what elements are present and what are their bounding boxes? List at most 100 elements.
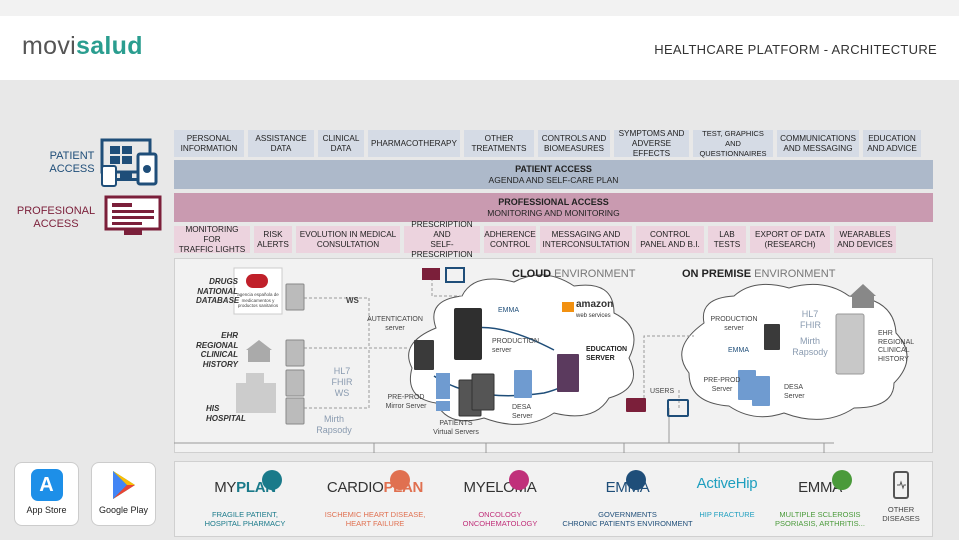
hl7-fhir-right: HL7 FHIR [800, 309, 821, 330]
top-strip [0, 0, 959, 16]
mirth-rapsody-right: Mirth Rapsody [792, 336, 828, 357]
patients-virtual-label: PATIENTS Virtual Servers [433, 420, 479, 436]
drugs-db-server [285, 283, 305, 311]
professional-access-label: PROFESIONAL ACCESS [16, 205, 96, 230]
product-emma-desc: GOVERNMENTS CHRONIC PATIENTS ENVIRONMENT [562, 510, 693, 528]
drugs-db-label: DRUGS NATIONAL DATABASE [196, 277, 240, 305]
preprod-servers [458, 373, 495, 417]
desa-server-left [514, 370, 532, 398]
aemps-text: agencia española de medicamentos y produ… [237, 292, 279, 308]
education-server [557, 354, 579, 392]
product-myeloma-desc: ONCOLOGY ONCOHEMATOLOGY [462, 510, 538, 528]
product-activehip-desc: HIP FRACTURE [699, 510, 755, 519]
aemps-logo [233, 267, 283, 315]
emma-badge-onprem: EMMA [728, 347, 749, 354]
onprem-environment-label: ON PREMISE ENVIRONMENT [682, 268, 836, 280]
products-row [174, 461, 933, 537]
devices-icon [100, 138, 158, 187]
emma-logo-icon [626, 470, 646, 490]
product-other-diseases[interactable]: OTHER DISEASES [872, 467, 930, 523]
patient-access-label: PATIENT ACCESS [49, 150, 95, 175]
mirth-rapsody-left: Mirth Rapsody [316, 414, 352, 435]
movisalud-logo: movisalud [22, 32, 143, 60]
app-store-button[interactable]: A App Store [14, 462, 79, 526]
aws-logo [562, 302, 574, 312]
myeloma-logo-icon [509, 470, 529, 490]
amazon-logo-text: amazon [576, 299, 614, 310]
production-server [454, 308, 482, 360]
category-symptoms-adverse-effects[interactable]: SYMPTOMS AND ADVERSE EFFECTS [614, 129, 689, 158]
app-store-icon: A [30, 469, 63, 501]
google-play-icon [112, 471, 135, 499]
patient-categories: PERSONAL INFORMATION ASSISTANCE DATA CLI… [174, 129, 921, 158]
onprem-preprod-server [738, 370, 770, 406]
google-play-button[interactable]: Google Play [91, 462, 156, 526]
category-risk-alerts[interactable]: RISK ALERTS [254, 226, 292, 253]
cardioplan-logo-icon [390, 470, 410, 490]
preprod-mirror-label: PRE-PROD Mirror Server [385, 394, 427, 410]
onprem-desa-label: DESA Server [784, 384, 805, 400]
ehr-servers [285, 339, 305, 425]
emma-ms-logo-icon [832, 470, 852, 490]
auth-server [414, 340, 434, 370]
product-emma-ms[interactable]: EMMA MULTIPLE SCLEROSIS PSORIASIS, ARTHR… [770, 467, 870, 528]
onprem-ehr-label: EHR REGIONAL CLINICAL HISTORY [878, 330, 915, 363]
myplan-logo-icon [262, 470, 282, 490]
category-personal-information[interactable]: PERSONAL INFORMATION [174, 130, 244, 157]
google-play-label: Google Play [98, 505, 149, 515]
category-control-panel-bi[interactable]: CONTROL PANEL AND B.I. [636, 226, 704, 253]
category-pharmacotherapy[interactable]: PHARMACOTHERAPY [368, 130, 460, 157]
page-title: HEALTHCARE PLATFORM - ARCHITECTURE [654, 42, 937, 57]
emma-badge-cloud: EMMA [498, 307, 519, 314]
cloud-environment-label: CLOUD ENVIRONMENT [512, 268, 636, 280]
aws-logo-text: web services [576, 313, 611, 319]
category-monitoring-traffic-lights[interactable]: MONITORING FOR TRAFFIC LIGHTS [174, 225, 250, 254]
hospital-building-icon [236, 373, 276, 413]
professional-categories: MONITORING FOR TRAFFIC LIGHTS RISK ALERT… [174, 220, 896, 259]
category-education-advice[interactable]: EDUCATION AND ADVICE [863, 130, 921, 157]
professional-monitor-icon [104, 195, 162, 235]
category-evolution-medical-consultation[interactable]: EVOLUTION IN MEDICAL CONSULTATION [296, 226, 400, 253]
his-hospital-label: HIS HOSPITAL [206, 404, 246, 423]
capitol-icon-right [850, 284, 876, 308]
phone-icon [893, 471, 909, 499]
users-monitor-icon [667, 399, 689, 417]
capitol-icon-left [246, 340, 272, 362]
category-lab-tests[interactable]: LAB TESTS [708, 226, 746, 253]
onprem-preprod-label: PRE-PROD Server [703, 377, 741, 393]
auth-server-label: AUTENTICATION server [367, 316, 423, 332]
ehr-regional-label: EHR REGIONAL CLINICAL HISTORY [196, 331, 239, 369]
product-myeloma[interactable]: MYELOMA ONCOLOGY ONCOHEMATOLOGY [445, 467, 555, 528]
product-activehip[interactable]: ActiveHip HIP FRACTURE [682, 467, 772, 519]
product-other-desc: OTHER DISEASES [882, 505, 920, 523]
category-tests-graphics-questionnaires[interactable]: TEST, GRAPHICS AND QUESTIONNAIRES [693, 129, 773, 158]
app-store-label: App Store [26, 505, 67, 515]
category-messaging-interconsultation[interactable]: MESSAGING AND INTERCONSULTATION [540, 226, 632, 253]
product-myplan-desc: FRAGILE PATIENT, HOSPITAL PHARMACY [204, 510, 286, 528]
education-server-label: EDUCATION SERVER [586, 346, 628, 362]
desa-server-left-label: DESA Server [512, 404, 533, 420]
category-adherence-control[interactable]: ADHERENCE CONTROL [484, 226, 536, 253]
category-controls-biomeasures[interactable]: CONTROLS AND BIOMEASURES [538, 130, 610, 157]
category-communications-messaging[interactable]: COMMUNICATIONS AND MESSAGING [777, 130, 859, 157]
category-prescription[interactable]: PRESCRIPTION AND SELF-PRESCRIPTION [404, 220, 480, 259]
ws-label: WS [346, 296, 359, 305]
category-wearables-devices[interactable]: WEARABLES AND DEVICES [834, 226, 896, 253]
category-export-data-research[interactable]: EXPORT OF DATA (RESEARCH) [750, 226, 830, 253]
category-other-treatments[interactable]: OTHER TREATMENTS [464, 130, 534, 157]
onprem-production-server [764, 324, 780, 350]
category-clinical-data[interactable]: CLINICAL DATA [318, 130, 364, 157]
production-server-label: PRODUCTION server [492, 338, 540, 354]
onprem-production-label: PRODUCTION server [710, 316, 758, 332]
category-assistance-data[interactable]: ASSISTANCE DATA [248, 130, 314, 157]
hl7-fhir-ws-label: HL7 FHIR WS [331, 366, 353, 398]
product-cardioplan-desc: ISCHEMIC HEART DISEASE, HEART FAILURE [324, 510, 426, 528]
product-cardioplan[interactable]: CARDIOPLAN ISCHEMIC HEART DISEASE, HEART… [315, 467, 435, 528]
product-emma-ms-desc: MULTIPLE SCLEROSIS PSORIASIS, ARTHRITIS.… [775, 510, 865, 528]
users-label: USERS [650, 388, 675, 395]
users-devices-icon [626, 398, 646, 412]
architecture-diagram [174, 267, 908, 453]
onprem-ehr-server [835, 313, 865, 375]
